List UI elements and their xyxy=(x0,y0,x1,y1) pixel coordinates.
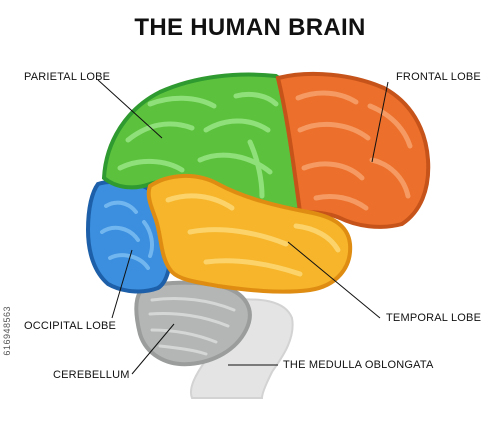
label-medulla-oblongata: THE MEDULLA OBLONGATA xyxy=(283,359,434,371)
leader-parietal xyxy=(97,79,163,139)
label-cerebellum: CEREBELLUM xyxy=(53,369,130,381)
label-frontal-lobe: FRONTAL LOBE xyxy=(396,71,481,83)
leader-temporal xyxy=(287,241,381,319)
stock-id: 616948563 xyxy=(2,306,12,356)
frontal-lobe-region xyxy=(275,71,431,229)
leader-occipital xyxy=(111,249,133,319)
diagram-title: THE HUMAN BRAIN xyxy=(134,14,366,41)
label-parietal-lobe: PARIETAL LOBE xyxy=(24,71,111,83)
occipital-folds xyxy=(100,200,154,270)
cerebellum-folds xyxy=(148,297,236,356)
label-occipital-lobe: OCCIPITAL LOBE xyxy=(24,320,117,332)
frontal-folds xyxy=(295,90,413,211)
label-temporal-lobe: TEMPORAL LOBE xyxy=(386,312,482,324)
leader-lines xyxy=(97,79,389,375)
leader-frontal xyxy=(371,81,389,163)
parietal-folds xyxy=(117,91,279,199)
temporal-folds xyxy=(165,193,341,277)
leader-cerebellum xyxy=(131,323,175,375)
